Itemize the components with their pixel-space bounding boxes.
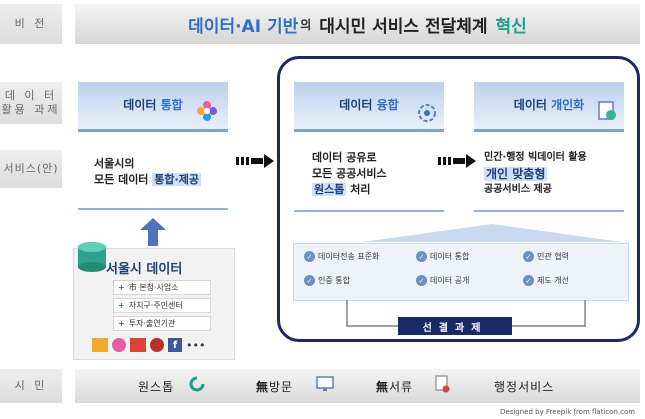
check-icon: ✓ [304,275,315,286]
citizen-item-no-visit: 無방문 [256,380,294,394]
service-integration-text: 서울시의 모든 데이터 통합·제공 [94,157,201,186]
tile-data-personalization: 데이터 개인화 [474,82,624,132]
side-label-services: 서비스(안) [0,150,62,188]
service-personalization-text: 민간·행정 빅데이터 활용 개인 맞춤형 공공서비스 제공 [484,152,587,195]
monitor-icon [316,376,334,391]
flower-app-icon [112,338,126,352]
vision-part2: 의 [300,17,312,32]
citizen-bar [75,369,640,403]
side-label-vision: 비 전 [0,4,62,44]
tasks-bracket-line [346,300,586,327]
database-icon [78,242,106,272]
separator-integration [78,208,228,210]
citizen-item-onestop: 원스톱 [138,380,175,394]
check-icon: ✓ [416,275,427,286]
refresh-icon [189,376,205,392]
pencil-icon [92,338,108,352]
more-icon: ••• [186,338,206,352]
facebook-icon: f [168,338,182,352]
side-label-citizens: 시 민 [0,369,62,403]
link-gear-icon [418,104,436,122]
seoul-data-item: +市 본청·사업소 [113,280,211,295]
tile-fusion-label: 데이터 융합 [339,98,399,112]
seoul-data-title: 서울시 데이터 [106,262,183,277]
tile-personalization-label: 데이터 개인화 [513,98,585,112]
service-fusion-text: 데이터 공유로 모든 공공서비스 원스톱 처리 [312,151,387,196]
vision-part4: 혁신 [495,16,527,37]
tile-integration-label: 데이터 통합 [123,98,183,112]
up-triangle [362,224,622,242]
seoul-data-item: +자치구·주민센터 [113,298,211,313]
side-label-data-tasks: 데 이 터 활용 과제 [0,82,62,124]
check-icon: ✓ [416,251,427,262]
task-item: ✓민관 협력 [523,251,569,262]
separator-fusion [294,210,444,212]
citizen-item-admin-service: 행정서비스 [494,380,555,394]
vision-part3: 대시민 서비스 전달체계 [319,16,488,37]
task-item: ✓데이터 공개 [416,275,469,286]
prerequisite-tasks-panel [293,243,629,301]
credit-text: Designed by Freepik from flaticon.com [500,408,636,416]
check-icon: ✓ [523,275,534,286]
flower-icon [197,101,217,121]
video-icon [130,338,146,352]
separator-personalization [474,210,624,212]
task-item: ✓제도 개선 [523,275,569,286]
check-icon: ✓ [523,251,534,262]
tile-data-integration: 데이터 통합 [78,82,228,132]
up-arrow-icon [140,218,166,246]
task-item: ✓인증 통합 [304,275,350,286]
task-item: ✓데이터전송 표준화 [304,251,379,262]
app-icons-row: f ••• [92,338,205,352]
tasks-title: 선결과제 [398,317,512,335]
seoul-data-item: +투자·출연기관 [113,316,211,331]
check-icon: ✓ [304,251,315,262]
vision-part1: 데이터·AI 기반 [188,16,299,37]
document-user-icon [598,101,616,120]
arrow-right-1 [236,154,274,168]
tile-data-fusion: 데이터 융합 [294,82,444,132]
citizen-item-no-documents: 無서류 [376,380,414,394]
document-icon [435,375,450,393]
vision-banner: 데이터·AI 기반 의 대시민 서비스 전달체계 혁신 [75,4,640,44]
task-item: ✓데이터 통합 [416,251,469,262]
pin-icon [150,338,164,352]
arrow-right-2 [438,154,476,168]
